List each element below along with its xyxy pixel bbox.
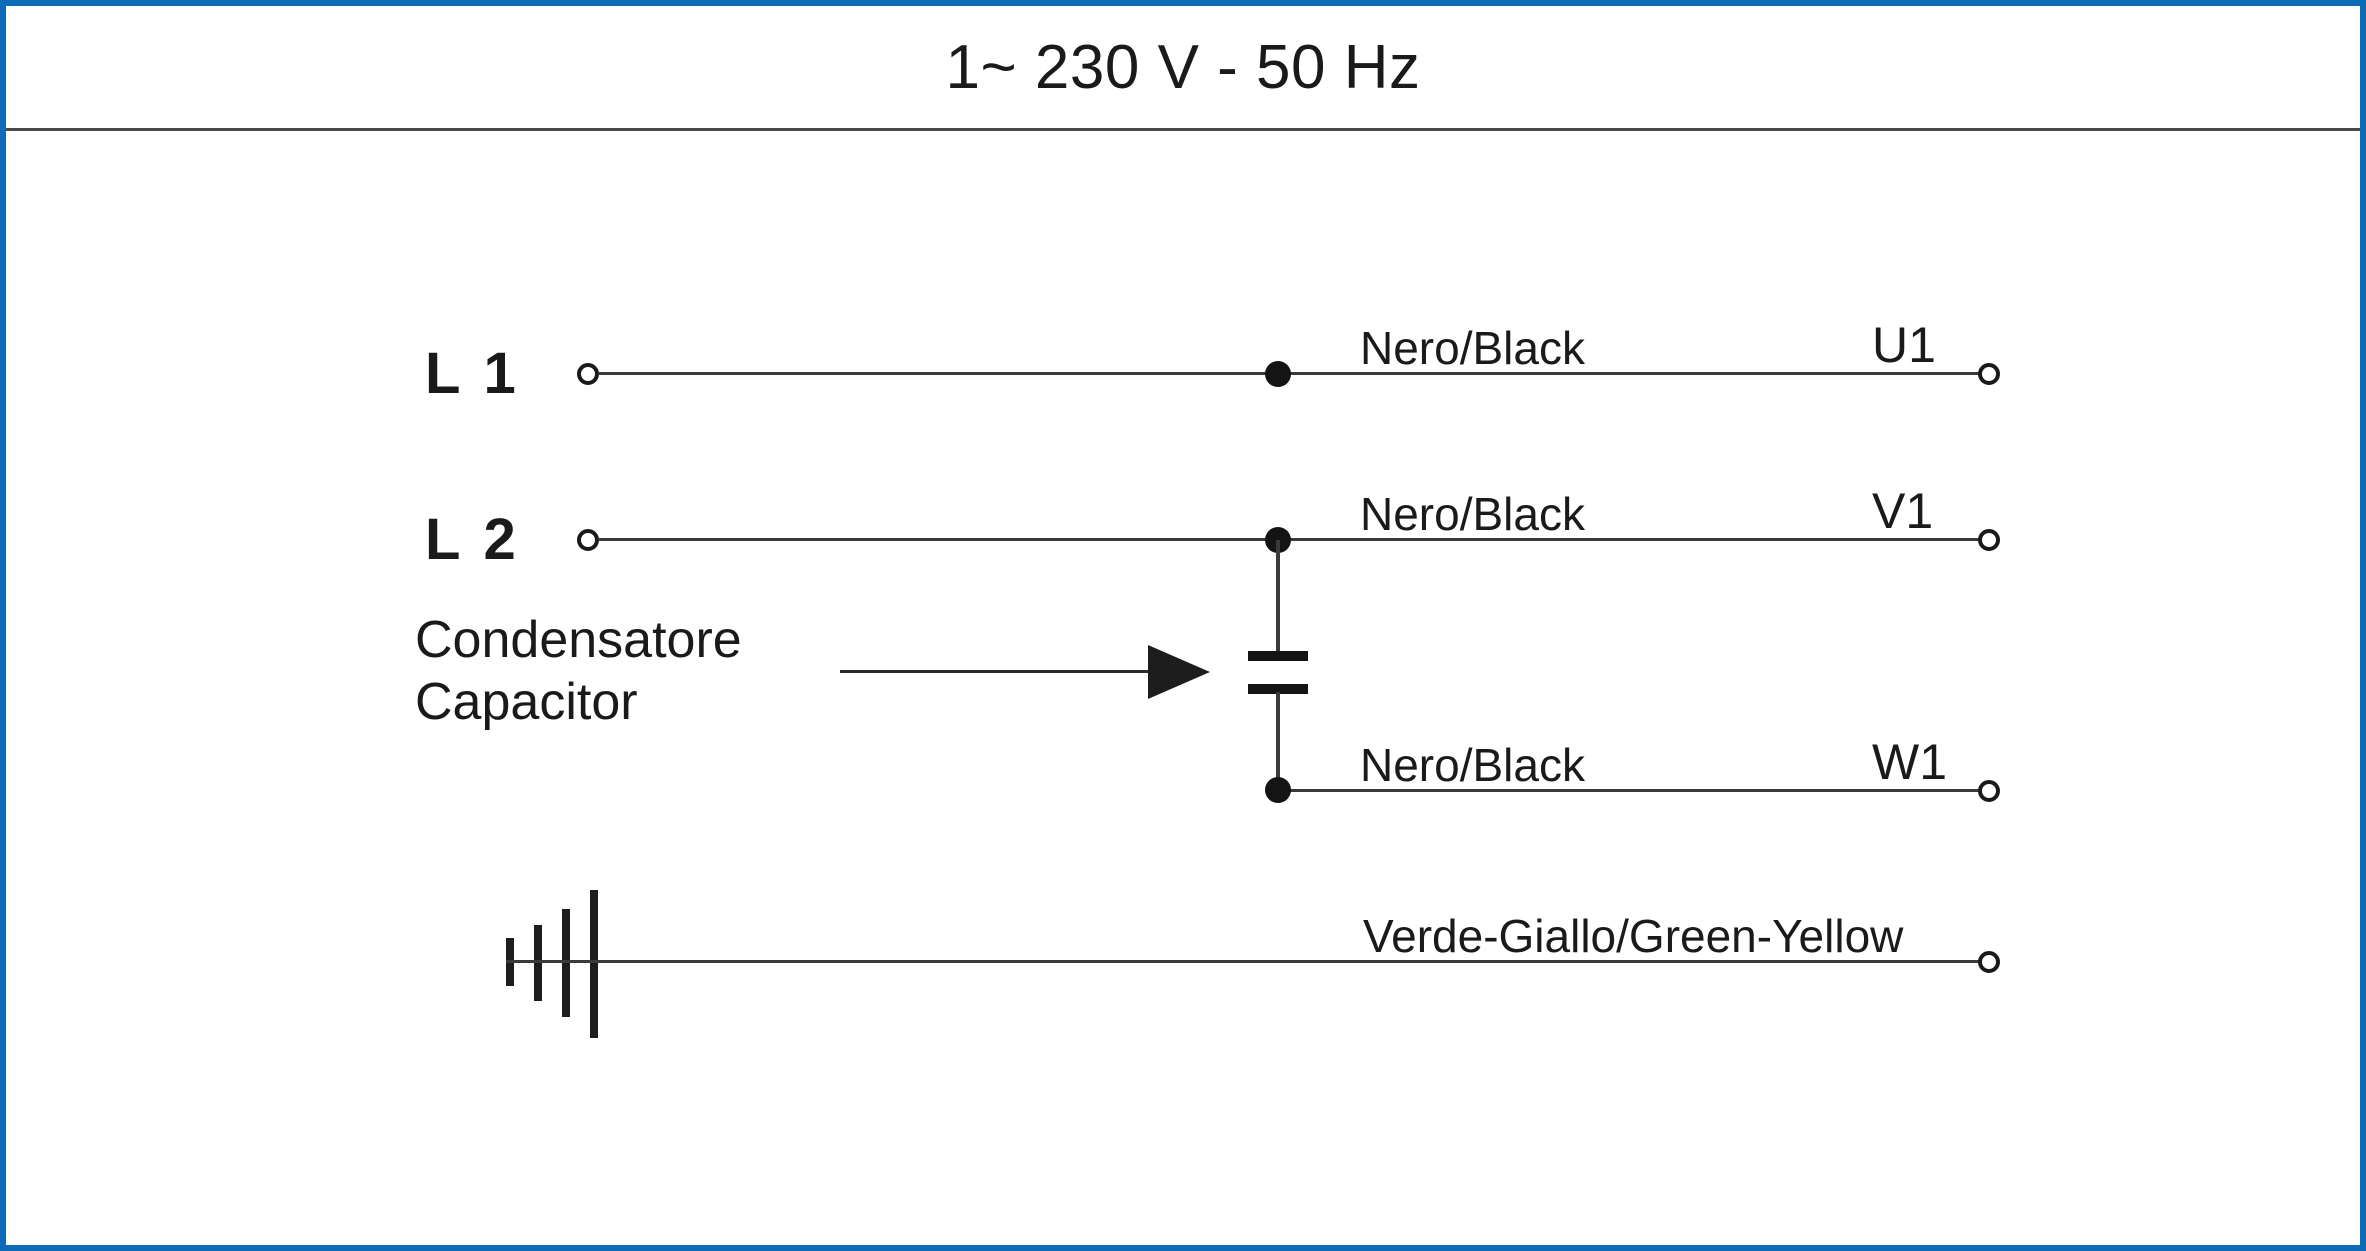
capacitor-pointer-shaft <box>840 670 1150 673</box>
terminal-label-w1: W1 <box>1872 734 1947 790</box>
wire-label-v1: Nero/Black <box>1360 488 1585 540</box>
title-band: 1~ 230 V - 50 Hz <box>6 6 2360 131</box>
wire-capacitor-top <box>1276 540 1280 658</box>
earth-ground-icon-bar-2 <box>534 925 542 1001</box>
wire-label-u1: Nero/Black <box>1360 322 1585 374</box>
capacitor-plate-top <box>1248 651 1308 661</box>
phase-label-l2: L 2 <box>425 507 520 572</box>
terminal-label-u1: U1 <box>1872 317 1936 373</box>
wire-l1-to-u1 <box>598 372 1990 375</box>
junction-u1 <box>1265 361 1291 387</box>
terminal-u1[interactable] <box>1978 363 2000 385</box>
terminal-l2[interactable] <box>577 529 599 551</box>
wire-capacitor-to-w1 <box>1278 789 1990 792</box>
terminal-w1[interactable] <box>1978 780 2000 802</box>
capacitor-pointer-arrow-icon <box>1148 645 1210 699</box>
capacitor-caption-en: Capacitor <box>415 673 638 731</box>
earth-ground-icon-bar-4 <box>590 890 598 1038</box>
page-title: 1~ 230 V - 50 Hz <box>945 32 1421 102</box>
junction-w1 <box>1265 777 1291 803</box>
terminal-l1[interactable] <box>577 363 599 385</box>
wire-capacitor-bottom <box>1276 692 1280 796</box>
capacitor-plate-bottom <box>1248 684 1308 694</box>
earth-ground-icon-bar-3 <box>562 909 570 1017</box>
terminal-label-v1: V1 <box>1872 483 1934 539</box>
capacitor-caption-it: Condensatore <box>415 611 742 669</box>
wire-label-earth: Verde-Giallo/Green-Yellow <box>1363 910 1904 962</box>
wire-earth <box>506 960 1990 963</box>
terminal-v1[interactable] <box>1978 529 2000 551</box>
phase-label-l1: L 1 <box>425 341 520 406</box>
wire-label-w1: Nero/Black <box>1360 739 1585 791</box>
terminal-earth[interactable] <box>1978 951 2000 973</box>
wire-l2-to-v1 <box>598 538 1990 541</box>
